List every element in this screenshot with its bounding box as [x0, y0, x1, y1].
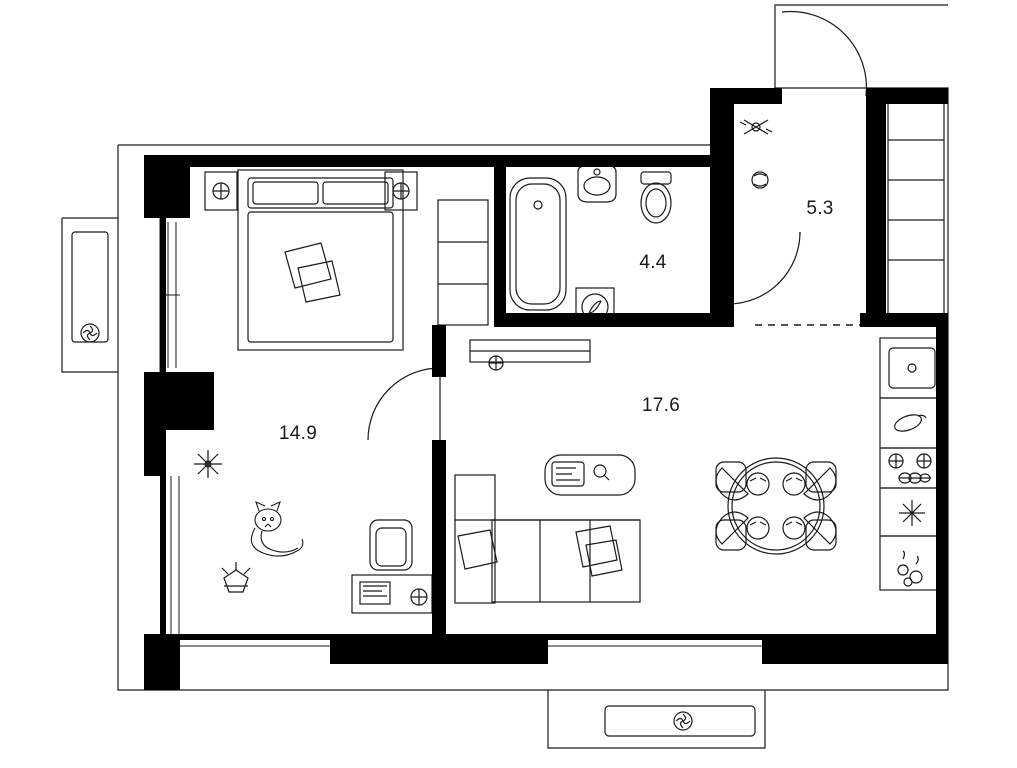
- wardrobe: [437, 199, 489, 326]
- bedroom-door: [367, 367, 441, 441]
- desk-area: [351, 519, 433, 614]
- living-furniture: [454, 454, 641, 604]
- dining-set: [715, 457, 837, 555]
- room-label-bedroom: 14.9: [278, 423, 318, 444]
- room-label-living-kitchen: 17.6: [641, 395, 681, 416]
- outer-boundary: [117, 4, 949, 691]
- cat-figure: [250, 500, 304, 557]
- entrance-door-arc: [781, 10, 868, 97]
- plant-decor: [194, 450, 222, 478]
- hallway-fixtures: [739, 119, 773, 189]
- kitchen-units: [879, 337, 945, 591]
- room-label-hallway: 5.3: [806, 198, 834, 219]
- walls: [144, 88, 948, 690]
- hall-storage: [887, 99, 945, 319]
- tv-console: [469, 339, 591, 371]
- balcony-left: [61, 217, 118, 373]
- balcony-bottom: [547, 690, 766, 749]
- bathroom-fixtures: [509, 165, 672, 327]
- bedroom-furniture: [204, 169, 418, 351]
- bathroom-door: [727, 231, 801, 305]
- room-label-bathroom: 4.4: [639, 252, 667, 273]
- plant-pot-decor: [221, 562, 251, 593]
